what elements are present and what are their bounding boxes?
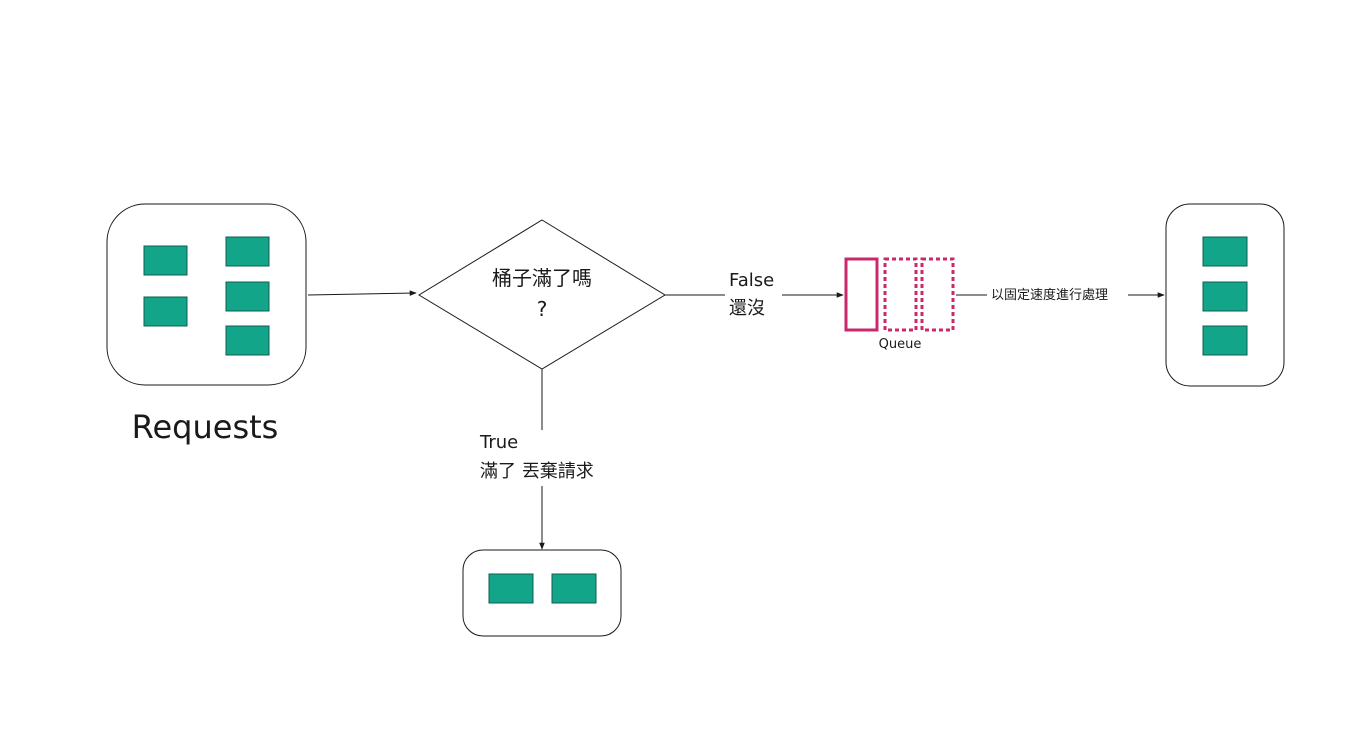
decision-question-text: 桶子滿了嗎 xyxy=(492,266,592,290)
queue-label: Queue xyxy=(879,337,922,352)
processed-block xyxy=(1202,281,1248,312)
decision-diamond xyxy=(418,219,666,370)
discarded-node xyxy=(462,549,622,637)
requests-label: Requests xyxy=(132,408,279,446)
processed-block xyxy=(1202,236,1248,267)
processed-block xyxy=(1202,325,1248,356)
discarded-container xyxy=(462,549,622,637)
false-branch-sublabel: 還沒 xyxy=(729,298,765,319)
true-branch-label: True xyxy=(479,432,518,453)
request-block xyxy=(225,236,270,267)
requests-to-decision-arrow xyxy=(307,290,417,296)
processed-node xyxy=(1165,203,1285,387)
discarded-block xyxy=(551,573,597,604)
requests-container xyxy=(106,203,307,386)
queue-slot-empty xyxy=(920,257,955,332)
requests-node: Requests xyxy=(106,203,307,446)
request-block xyxy=(225,281,270,312)
decision-question-mark: ? xyxy=(537,297,548,321)
request-block xyxy=(225,325,270,356)
queue-slot-empty xyxy=(883,257,918,332)
false-branch-label: False xyxy=(729,270,774,291)
queue-slot-filled xyxy=(844,257,879,332)
true-branch-sublabel: 滿了 丟棄請求 xyxy=(480,461,594,482)
process-rate-label: 以固定速度進行處理 xyxy=(991,287,1108,303)
decision-node: 桶子滿了嗎 ? xyxy=(418,219,666,370)
queue-node: Queue xyxy=(844,257,955,352)
discarded-block xyxy=(488,573,534,604)
request-block xyxy=(143,296,188,327)
request-block xyxy=(143,245,188,276)
